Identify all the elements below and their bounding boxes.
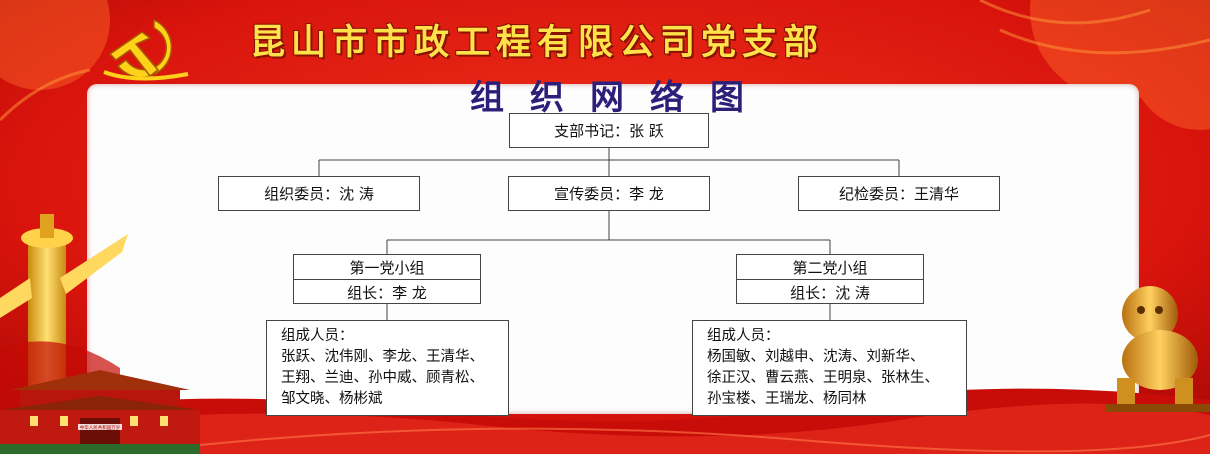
page-title: 昆山市市政工程有限公司党支部 bbox=[250, 23, 825, 63]
group-two-members: 组成人员： 杨国敏、刘越申、沈涛、刘新华、 徐正汉、曹云燕、王明泉、张林生、 孙… bbox=[692, 320, 967, 416]
group-one-leader: 组长：李 龙 bbox=[347, 283, 427, 302]
group-one-name: 第一党小组 bbox=[294, 255, 480, 280]
committee-propaganda-box: 宣传委员：李 龙 bbox=[508, 176, 710, 211]
group-two-leader: 组长：沈 涛 bbox=[790, 283, 870, 302]
members-label: 组成人员： bbox=[707, 328, 780, 344]
group-two-name: 第二党小组 bbox=[737, 255, 923, 280]
gate-banner: 中华人民共和国万岁 bbox=[80, 424, 121, 431]
members-line: 王翔、兰迪、孙中威、顾青松、 bbox=[281, 370, 484, 386]
members-line: 徐正汉、曹云燕、王明泉、张林生、 bbox=[707, 370, 939, 386]
group-one-box: 第一党小组 组长：李 龙 bbox=[293, 254, 481, 304]
stone-lion-icon bbox=[1105, 286, 1210, 412]
members-line: 孙宝楼、王瑞龙、杨同林 bbox=[707, 391, 867, 407]
members-line: 邹文晓、杨彬斌 bbox=[281, 391, 383, 407]
secretary-box: 支部书记：张 跃 bbox=[509, 113, 709, 148]
committee-discipline-box: 纪检委员：王清华 bbox=[798, 176, 1000, 211]
members-label: 组成人员： bbox=[281, 328, 354, 344]
members-line: 杨国敏、刘越申、沈涛、刘新华、 bbox=[707, 349, 925, 365]
tiananmen-gate-icon: 中华人民共和国万岁 bbox=[0, 370, 200, 454]
group-one-members: 组成人员： 张跃、沈伟刚、李龙、王清华、 王翔、兰迪、孙中威、顾青松、 邹文晓、… bbox=[266, 320, 509, 416]
page-subtitle: 组织网络图 bbox=[470, 78, 770, 118]
committee-organization-box: 组织委员：沈 涛 bbox=[218, 176, 420, 211]
members-line: 张跃、沈伟刚、李龙、王清华、 bbox=[281, 349, 484, 365]
group-two-box: 第二党小组 组长：沈 涛 bbox=[736, 254, 924, 304]
party-emblem-icon bbox=[103, 18, 189, 81]
